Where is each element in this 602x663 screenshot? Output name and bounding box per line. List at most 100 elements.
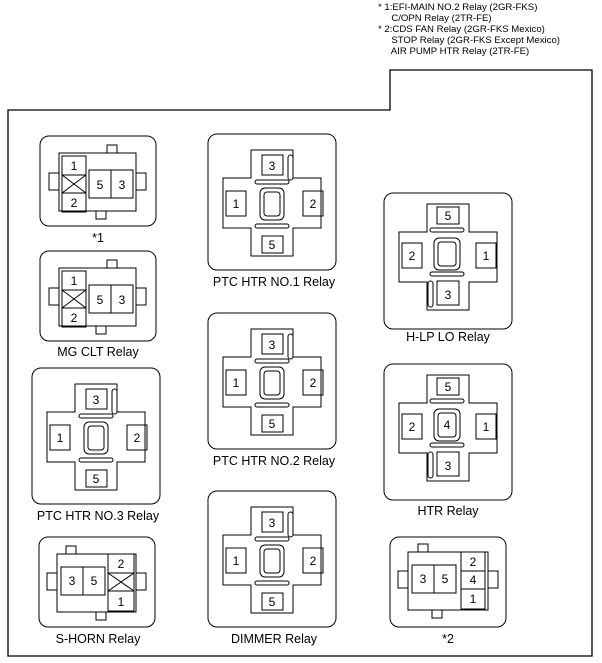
terminal [225, 190, 247, 217]
relay-caption: MG CLT Relay [57, 345, 139, 359]
terminal [436, 206, 460, 225]
terminal [261, 154, 284, 176]
pin-label: 3 [69, 574, 76, 588]
pin-label: 5 [442, 572, 449, 586]
relay-block-outline [7, 69, 593, 657]
pin-label: 2 [409, 420, 416, 434]
relay-h-lp-lo: 5 2 1 3 H-LP LO Relay [383, 192, 513, 344]
pin-label: 2 [409, 249, 416, 263]
terminal [302, 369, 324, 396]
relay-body [31, 367, 161, 505]
pin-label: 3 [269, 338, 276, 352]
terminal-center [433, 237, 461, 271]
pin-label: 5 [91, 574, 98, 588]
terminal [261, 592, 284, 611]
terminal [475, 242, 497, 269]
terminal [225, 547, 247, 574]
pin-label: 4 [470, 573, 477, 587]
pin-label: 3 [269, 159, 276, 173]
pin-label: 5 [93, 472, 100, 486]
terminal [49, 424, 71, 451]
pin-label: 1 [57, 431, 64, 445]
pin-label: 5 [97, 293, 104, 307]
pin-label: 4 [444, 418, 451, 432]
pin-label: 1 [118, 595, 125, 609]
footnote-line: * 2:CDS FAN Relay (2GR-FKS Mexico) [378, 24, 545, 36]
relay-htr: 5 2 4 1 3 HTR Relay [383, 363, 513, 518]
terminal-center [259, 366, 285, 400]
footnote-line: AIR PUMP HTR Relay (2TR-FE) [378, 46, 530, 58]
terminal [401, 242, 423, 269]
relay-ptc-htr-no3: 3 1 2 5 PTC HTR NO.3 Relay [31, 367, 161, 523]
relay-caption: H-LP LO Relay [406, 330, 491, 344]
pin-label: 1 [483, 249, 490, 263]
terminal [85, 469, 108, 488]
pin-label: 2 [118, 557, 125, 571]
terminal [475, 413, 497, 440]
connector-shell [398, 203, 498, 311]
terminal-center [259, 187, 285, 221]
relay-caption: HTR Relay [417, 504, 479, 518]
relay-caption: PTC HTR NO.2 Relay [213, 454, 336, 468]
relay-caption: S-HORN Relay [56, 632, 141, 646]
relay-caption: *1 [92, 231, 104, 245]
relay-caption: PTC HTR NO.1 Relay [213, 275, 336, 289]
relay-caption: PTC HTR NO.3 Relay [37, 509, 160, 523]
relay-body [39, 250, 157, 342]
pin-label: 5 [269, 417, 276, 431]
pin-label: 5 [445, 380, 452, 394]
relay-body [207, 312, 337, 450]
relay-body [39, 135, 157, 227]
terminal [107, 590, 135, 612]
footnote-line: C/OPN Relay (2TR-FE) [378, 13, 492, 25]
pin-label: 1 [233, 376, 240, 390]
footnotes: * 1:EFI-MAIN NO.2 Relay (2GR-FKS) C/OPN … [378, 2, 560, 57]
terminal [436, 377, 460, 396]
terminal [401, 413, 423, 440]
connector-shell [398, 374, 498, 482]
relay-note1: 1 2 5 3 *1 [39, 135, 157, 245]
pin-label: 2 [310, 376, 317, 390]
relay-mg-clt: 1 2 5 3 MG CLT Relay [39, 250, 157, 359]
terminal [302, 547, 324, 574]
relay-body [383, 192, 513, 330]
pin-label: 5 [445, 209, 452, 223]
terminal [436, 280, 460, 306]
pin-label: 5 [269, 238, 276, 252]
pin-label: 1 [71, 159, 78, 173]
relay-note2: 3 5 2 4 1 *2 [389, 536, 507, 646]
pin-label: 2 [71, 311, 78, 325]
pin-label: 1 [71, 274, 78, 288]
terminal [261, 333, 284, 355]
terminal-center [83, 421, 109, 455]
terminal [433, 564, 457, 594]
relay-body [389, 536, 507, 628]
footnote-line: STOP Relay (2GR-FKS Except Mexico) [378, 35, 560, 47]
relay-ptc-htr-no2: 3 1 2 5 PTC HTR NO.2 Relay [207, 312, 337, 468]
pin-label: 3 [119, 178, 126, 192]
relay-dimmer: 3 1 2 5 DIMMER Relay [207, 490, 337, 646]
pin-label: 2 [470, 555, 477, 569]
footnote-line: * 1:EFI-MAIN NO.2 Relay (2GR-FKS) [378, 2, 538, 13]
relay-s-horn: 3 5 2 1 S-HORN Relay [38, 536, 156, 646]
pin-label: 2 [71, 196, 78, 210]
relay-body [207, 490, 337, 628]
pin-label: 3 [269, 516, 276, 530]
relay-body [38, 536, 156, 628]
terminal [61, 307, 87, 328]
terminal [302, 190, 324, 217]
terminal [436, 451, 460, 477]
terminal [82, 566, 106, 596]
pin-label: 3 [119, 293, 126, 307]
relay-body [383, 363, 513, 501]
terminal [261, 414, 284, 433]
terminal [110, 169, 134, 199]
terminal [460, 588, 486, 610]
relay-caption: DIMMER Relay [231, 632, 318, 646]
pin-label: 3 [93, 393, 100, 407]
relay-caption: *2 [442, 632, 454, 646]
pin-label: 5 [97, 178, 104, 192]
terminal [110, 284, 134, 314]
pin-label: 3 [445, 288, 452, 302]
